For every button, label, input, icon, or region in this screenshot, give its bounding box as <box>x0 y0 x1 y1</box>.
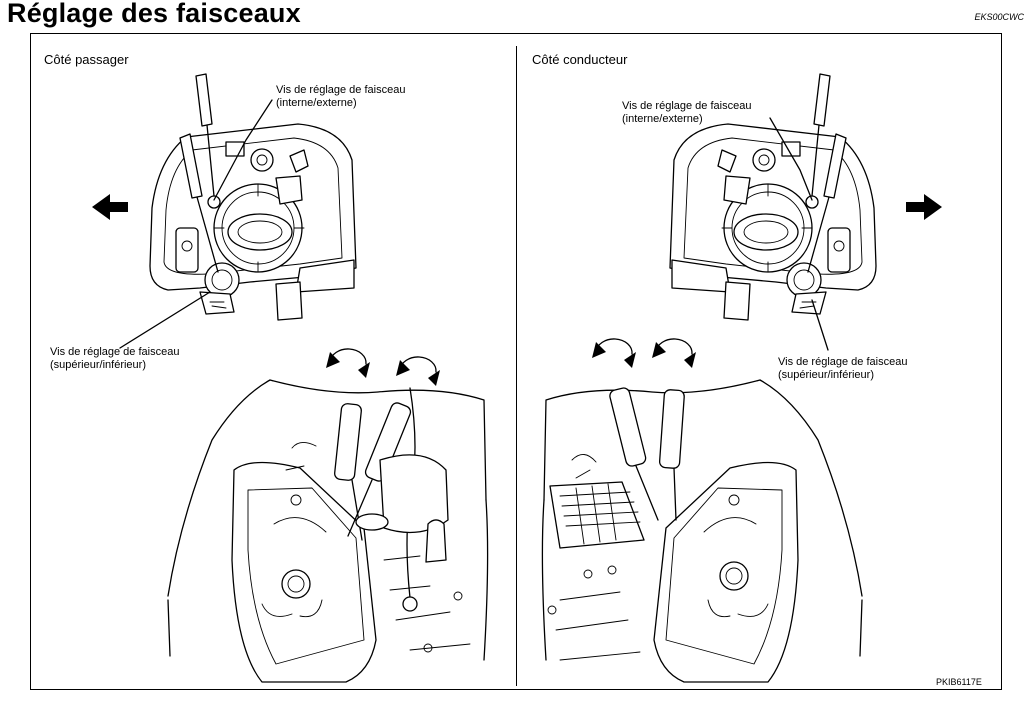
figure-reference-code: PKIB6117E <box>936 677 982 687</box>
callout-line: (interne/externe) <box>622 113 703 125</box>
driver-horizontal-adjust-label: Vis de réglage de faisceau (interne/exte… <box>622 100 751 126</box>
page-title: Réglage des faisceaux <box>7 0 301 28</box>
passenger-horizontal-adjust-label: Vis de réglage de faisceau (interne/exte… <box>276 84 405 110</box>
passenger-vertical-adjust-label: Vis de réglage de faisceau (supérieur/in… <box>50 346 179 372</box>
passenger-headlamp-rear-view <box>92 73 357 349</box>
document-code: EKS00CWC <box>974 12 1024 22</box>
callout-line: (supérieur/inférieur) <box>778 369 874 381</box>
driver-vertical-adjust-label: Vis de réglage de faisceau (supérieur/in… <box>778 356 907 382</box>
callout-line: Vis de réglage de faisceau <box>50 346 180 358</box>
callout-line: (interne/externe) <box>276 97 357 109</box>
panel-divider <box>516 46 517 686</box>
driver-side-title: Côté conducteur <box>532 52 628 67</box>
driver-engine-bay-view <box>541 338 863 683</box>
callout-line: Vis de réglage de faisceau <box>622 100 752 112</box>
callout-line: Vis de réglage de faisceau <box>276 84 406 96</box>
passenger-side-title: Côté passager <box>44 52 129 67</box>
callout-line: Vis de réglage de faisceau <box>778 356 908 368</box>
figure-frame <box>30 33 1002 690</box>
callout-line: (supérieur/inférieur) <box>50 359 146 371</box>
passenger-engine-bay-view <box>167 348 489 683</box>
driver-headlamp-rear-view <box>669 73 942 351</box>
